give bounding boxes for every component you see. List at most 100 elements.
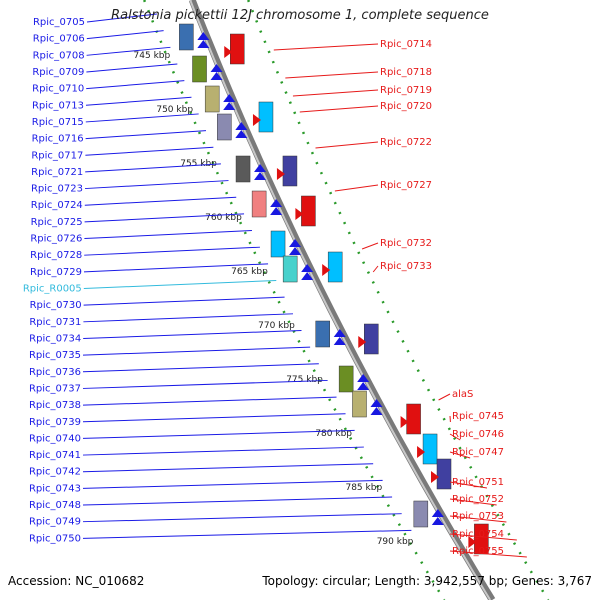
gene-label-leader: [449, 550, 527, 558]
gene-label-leader: [82, 346, 311, 356]
gene-block: [270, 230, 286, 258]
gene-label-left: Rpic_0721: [31, 167, 83, 178]
gene-label-leader: [86, 46, 171, 56]
gene-label-leader: [85, 146, 214, 156]
gene-arrow: [357, 382, 370, 390]
gene-block: [217, 113, 232, 141]
gene-label-left: Rpic_0715: [32, 117, 84, 128]
gene-label-left: Rpic_0705: [33, 17, 85, 28]
gene-label-leader: [82, 529, 412, 539]
gene-arrow: [370, 399, 383, 407]
gene-arrow: [254, 164, 267, 172]
gene-arrow: [276, 168, 285, 180]
gene-arrow: [223, 94, 236, 102]
gene-arrow: [301, 264, 314, 272]
gene-label-right: alaS: [452, 389, 473, 400]
gene-label-left: Rpic_0730: [30, 300, 82, 311]
gene-block: [406, 403, 421, 435]
gene-label-left: Rpic_0710: [32, 84, 84, 95]
gene-label-leader: [299, 105, 379, 113]
gene-arrow: [235, 122, 248, 130]
gene-label-left: Rpic_R0005: [23, 284, 82, 295]
gene-block: [436, 458, 452, 490]
gene-arrow: [431, 509, 444, 517]
gene-arrow: [235, 130, 248, 138]
scale-label: 775 kbp: [286, 375, 323, 385]
gene-label-leader: [84, 180, 229, 190]
gene-label-leader: [83, 329, 302, 339]
gene-label-left: Rpic_0731: [29, 317, 81, 328]
gene-arrow: [295, 208, 304, 220]
scale-label: 765 kbp: [231, 267, 268, 277]
gene-block: [327, 251, 343, 283]
gene-label-right: Rpic_0755: [452, 546, 504, 557]
gene-label-leader: [82, 429, 355, 439]
gene-block: [179, 23, 194, 51]
gene-arrow: [254, 172, 267, 180]
gene-arrow: [301, 272, 314, 280]
gene-label-leader: [83, 280, 277, 289]
accession-label: Accession: NC_010682: [8, 574, 145, 588]
gene-arrow: [289, 239, 302, 247]
gene-label-leader: [315, 141, 379, 149]
gene-label-leader: [86, 30, 164, 40]
gene-arrow: [252, 114, 261, 126]
scale-label: 760 kbp: [205, 213, 242, 223]
gene-label-left: Rpic_0749: [29, 517, 81, 528]
gene-label-left: Rpic_0708: [33, 50, 85, 61]
gene-label-leader: [82, 446, 364, 456]
gene-label-left: Rpic_0709: [32, 67, 84, 78]
gene-label-leader: [86, 80, 185, 90]
gene-block: [251, 190, 267, 218]
gene-block: [235, 155, 251, 183]
gene-block: [474, 523, 489, 555]
gene-label-right: Rpic_0714: [380, 39, 432, 50]
chromosome-backbone: [188, 0, 496, 600]
gene-label-leader: [86, 13, 157, 23]
gene-block: [364, 323, 379, 355]
gene-label-left: Rpic_0729: [30, 267, 82, 278]
gene-label-leader: [449, 451, 471, 459]
gene-block: [301, 195, 316, 227]
gene-block: [230, 33, 245, 65]
gene-label-left: Rpic_0736: [29, 367, 81, 378]
gene-block: [352, 390, 367, 418]
gene-block: [282, 255, 298, 283]
gene-label-left: Rpic_0728: [30, 250, 82, 261]
gene-label-left: Rpic_0742: [29, 467, 81, 478]
gene-label-right: Rpic_0745: [452, 411, 504, 422]
gene-block: [422, 433, 438, 465]
gene-label-right: Rpic_0727: [380, 180, 432, 191]
gene-arrow: [358, 336, 367, 348]
gene-label-leader: [82, 513, 402, 523]
gene-block: [282, 155, 298, 187]
gene-label-left: Rpic_0723: [31, 184, 83, 195]
gene-block: [258, 101, 274, 133]
gene-arrow: [270, 199, 283, 207]
gene-label-left: Rpic_0716: [32, 134, 84, 145]
gene-label-left: Rpic_0726: [30, 234, 82, 245]
gene-label-left: Rpic_0743: [29, 483, 81, 494]
gene-label-right: Rpic_0733: [380, 261, 432, 272]
gene-arrow: [417, 446, 426, 458]
gene-label-left: Rpic_0724: [31, 200, 83, 211]
gene-arrow: [333, 337, 346, 345]
gene-label-left: Rpic_0741: [29, 450, 81, 461]
gene-label-leader: [361, 242, 379, 250]
scale-label: 790 kbp: [377, 537, 414, 547]
gene-block: [192, 55, 207, 83]
gene-label-left: Rpic_0738: [29, 400, 81, 411]
gene-label-leader: [83, 313, 294, 323]
gene-arrow: [431, 471, 440, 483]
scale-label: 780 kbp: [315, 429, 352, 439]
gene-label-leader: [85, 130, 207, 140]
gene-label-leader: [273, 43, 379, 51]
gene-label-leader: [449, 481, 488, 489]
gene-label-leader: [82, 463, 374, 473]
gene-label-right: Rpic_0746: [452, 429, 504, 440]
gene-label-leader: [84, 230, 252, 240]
scale-label: 755 kbp: [180, 159, 217, 169]
gene-arrow: [210, 72, 223, 80]
gene-label-left: Rpic_0725: [31, 217, 83, 228]
gene-label-left: Rpic_0748: [29, 500, 81, 511]
